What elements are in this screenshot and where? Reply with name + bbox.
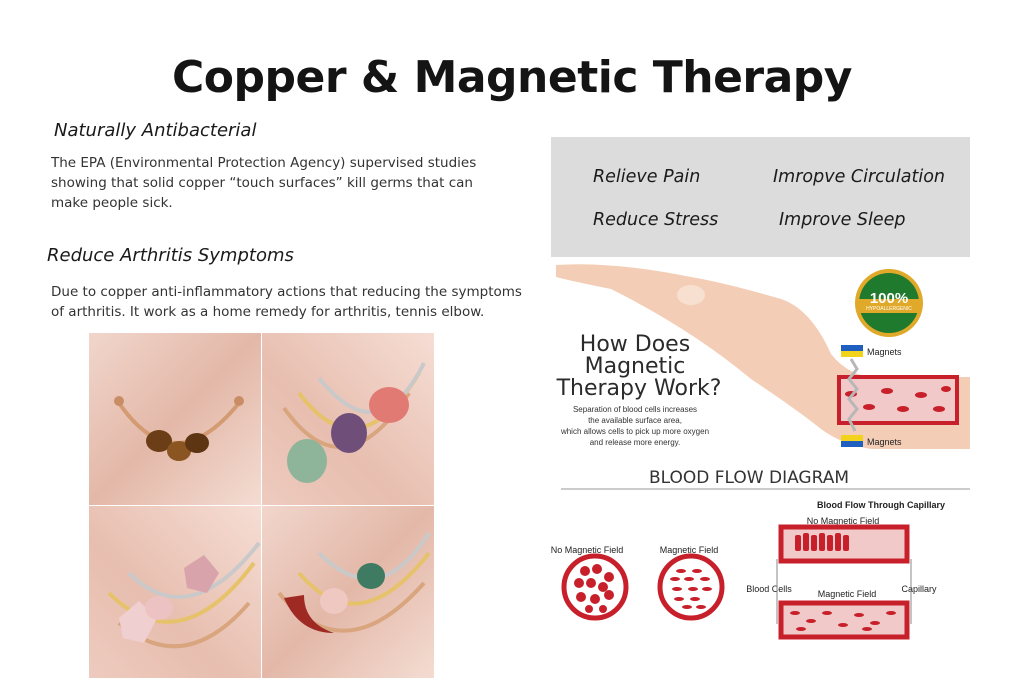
blood-cells-label: Blood Cells: [746, 584, 792, 594]
photo-moon-stone-bracelets: [262, 506, 434, 678]
explanation-line-4: and release more energy.: [590, 438, 681, 447]
explanation-line-3: which allows cells to pick up more oxyge…: [560, 427, 709, 436]
explanation-line-1: Separation of blood cells increases: [573, 405, 697, 414]
cross-section-no-field: [561, 553, 629, 621]
question-line-1: How Does: [580, 332, 690, 357]
badge-percent: 100%: [870, 290, 908, 307]
no-field-left-label: No Magnetic Field: [551, 545, 623, 555]
cross-section-magnetic-field: [657, 553, 725, 621]
wrist-vessel: [837, 375, 959, 425]
field-right-label: Magnetic Field: [660, 545, 719, 555]
explanation-line-2: the available surface area,: [588, 416, 682, 425]
field-bottom-label: Magnetic Field: [818, 589, 877, 599]
question-line-2: Magnetic: [585, 354, 686, 379]
bracelet-photo-grid: [89, 333, 434, 678]
badge-subtitle: HYPOALLERGENIC: [866, 306, 912, 312]
question-line-3: Therapy Work?: [556, 376, 722, 401]
magnet-bottom: Magnets: [841, 435, 902, 447]
magnetic-therapy-diagram: 100% HYPOALLERGENIC Magnets Magnets How …: [551, 259, 970, 649]
text-antibacterial: The EPA (Environmental Protection Agency…: [51, 155, 477, 211]
magnet-top: Magnets: [841, 345, 902, 357]
heading-arthritis: Reduce Arthritis Symptoms: [47, 245, 294, 266]
capillary-bottom: [778, 600, 910, 640]
hypoallergenic-badge: 100% HYPOALLERGENIC: [855, 269, 923, 337]
benefit-improve-sleep: Improve Sleep: [779, 210, 906, 230]
no-field-top-label: No Magnetic Field: [807, 516, 880, 526]
heading-antibacterial: Naturally Antibacterial: [54, 120, 257, 141]
capillary-title: Blood Flow Through Capillary: [817, 500, 945, 510]
benefit-improve-circulation: Imropve Circulation: [773, 167, 946, 187]
benefit-reduce-stress: Reduce Stress: [593, 210, 719, 230]
photo-rose-quartz-bracelets: [89, 506, 261, 678]
magnets-label-top: Magnets: [867, 347, 902, 357]
capillary-top: [778, 524, 910, 564]
photo-tigers-eye-bracelet: [89, 333, 261, 505]
chain-icon: [847, 358, 859, 432]
magnets-label-bottom: Magnets: [867, 437, 902, 447]
text-arthritis: Due to copper anti-inflammatory actions …: [51, 284, 522, 320]
capillary-label: Capillary: [901, 584, 937, 594]
benefit-relieve-pain: Relieve Pain: [593, 167, 701, 187]
page-title: Copper & Magnetic Therapy: [172, 52, 852, 103]
blood-flow-title: BLOOD FLOW DIAGRAM: [649, 468, 849, 488]
photo-mixed-stone-bracelets: [262, 333, 434, 505]
benefits-panel: Relieve Pain Imropve Circulation Reduce …: [551, 137, 970, 257]
